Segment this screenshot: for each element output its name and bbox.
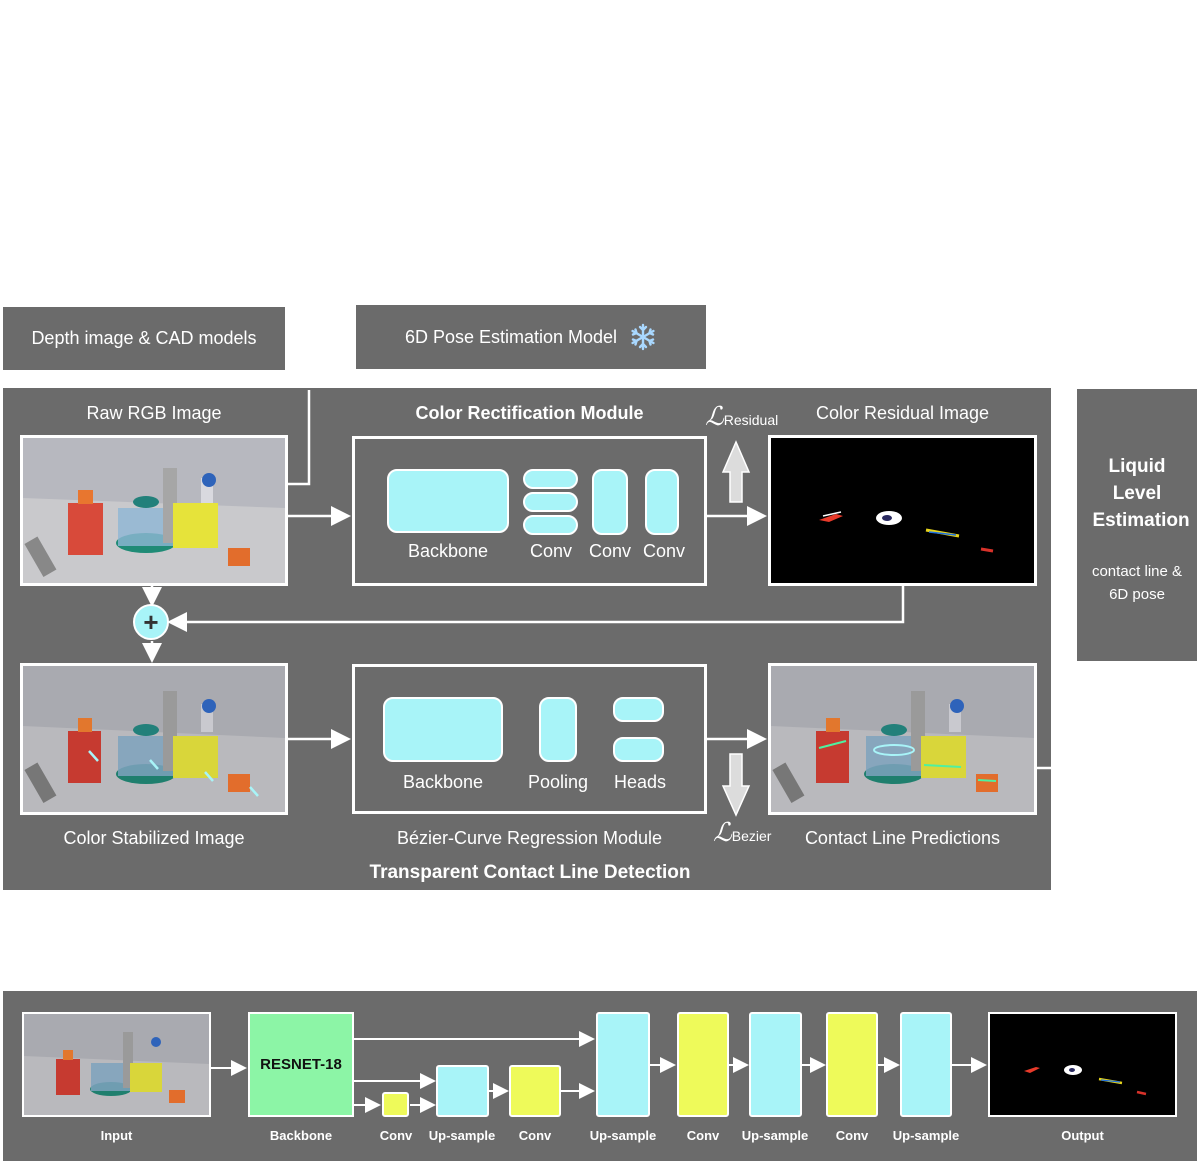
liquid-level-title-3: Estimation: [1092, 510, 1190, 531]
upsample-label-4: Up-sample: [892, 1128, 960, 1143]
upsample-label-2: Up-sample: [589, 1128, 657, 1143]
upsample-label-3: Up-sample: [741, 1128, 809, 1143]
liquid-level-title-1: Liquid: [1108, 456, 1166, 477]
upsample-block-2: [596, 1012, 650, 1117]
resnet-label: RESNET-18: [260, 1056, 342, 1073]
conv-block-2: [592, 469, 628, 535]
conv-block-3: [645, 469, 679, 535]
contact-predictions-label: Contact Line Predictions: [804, 828, 1001, 848]
depth-cad-label: Depth image & CAD models: [31, 328, 257, 348]
liquid-level-sub-1: contact line &: [1091, 563, 1183, 580]
output-image: [988, 1012, 1177, 1117]
heads-block-2: [613, 737, 664, 762]
conv-label-b2: Conv: [686, 1128, 720, 1143]
liquid-level-title-2: Level: [1112, 483, 1162, 504]
color-residual-label: Color Residual Image: [815, 403, 990, 423]
color-residual-image: [768, 435, 1037, 586]
conv-label-3: Conv: [642, 541, 686, 561]
upsample-block-1: [436, 1065, 489, 1117]
upsample-label-1: Up-sample: [428, 1128, 496, 1143]
loss-bezier-symbol: ℒ: [713, 818, 732, 848]
panel-title: Transparent Contact Line Detection: [369, 862, 691, 883]
conv-block-1c: [523, 515, 578, 535]
bezier-module-title: Bézier-Curve Regression Module: [396, 828, 663, 848]
small-conv-block: [382, 1092, 409, 1117]
conv-block-b1: [509, 1065, 561, 1117]
backbone-block: [387, 469, 509, 533]
loss-bezier-subscript: Bezier: [731, 828, 772, 844]
pooling-block: [539, 697, 577, 762]
raw-rgb-label: Raw RGB Image: [86, 403, 222, 423]
bezier-regression-module: [352, 664, 707, 814]
liquid-level-sub-2: 6D pose: [1109, 586, 1165, 603]
conv-block-b2: [677, 1012, 729, 1117]
conv-block-1b: [523, 492, 578, 512]
loss-residual-subscript: Residual: [723, 412, 779, 428]
resnet-backbone-block: RESNET-18: [248, 1012, 354, 1117]
snowflake-icon: [629, 323, 657, 351]
add-operator: +: [133, 604, 169, 640]
backbone-network-label: Backbone: [269, 1128, 333, 1143]
input-label: Input: [100, 1128, 133, 1143]
upsample-block-3: [749, 1012, 802, 1117]
input-image: [22, 1012, 211, 1117]
loss-residual: ℒResidual: [705, 402, 778, 432]
conv-label-b1: Conv: [518, 1128, 552, 1143]
raw-rgb-image: [20, 435, 288, 586]
color-rectification-title: Color Rectification Module: [415, 403, 644, 423]
heads-label: Heads: [613, 772, 667, 792]
conv-block-1a: [523, 469, 578, 489]
bezier-backbone-label: Backbone: [402, 772, 484, 792]
pose-estimation-box: 6D Pose Estimation Model: [356, 305, 706, 369]
conv-label-2: Conv: [588, 541, 632, 561]
output-label: Output: [1061, 1128, 1104, 1143]
liquid-level-panel: [1077, 389, 1197, 661]
small-conv-label: Conv: [379, 1128, 413, 1143]
conv-label-1: Conv: [529, 541, 573, 561]
loss-residual-symbol: ℒ: [705, 402, 724, 432]
pooling-label: Pooling: [527, 772, 589, 792]
bezier-backbone-block: [383, 697, 503, 762]
plus-symbol: +: [143, 607, 159, 637]
heads-block-1: [613, 697, 664, 722]
conv-label-b3: Conv: [835, 1128, 869, 1143]
backbone-label: Backbone: [407, 541, 489, 561]
color-stabilized-image: [20, 663, 288, 815]
color-rectification-module: [352, 436, 707, 586]
depth-cad-box: Depth image & CAD models: [3, 307, 285, 370]
conv-block-b3: [826, 1012, 878, 1117]
upsample-block-4: [900, 1012, 952, 1117]
pose-estimation-label: 6D Pose Estimation Model: [404, 326, 618, 347]
contact-line-predictions-image: [768, 663, 1037, 815]
color-stabilized-label: Color Stabilized Image: [63, 828, 245, 848]
loss-bezier: ℒBezier: [713, 818, 771, 848]
